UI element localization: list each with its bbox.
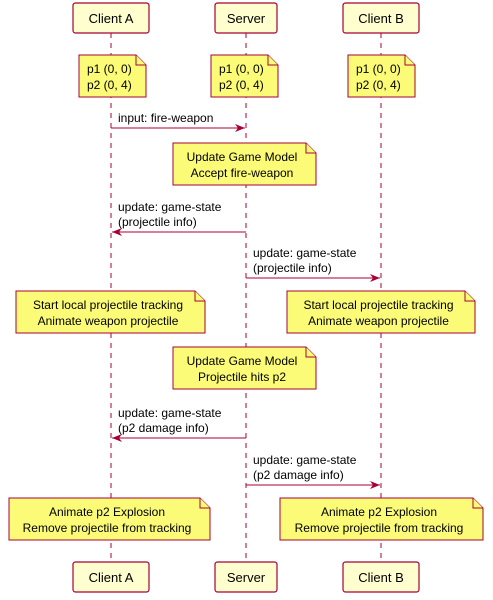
participant-label: Client B	[358, 11, 404, 26]
message-arrow: update: game-state(p2 damage info)	[246, 453, 380, 489]
participant-label: Server	[227, 570, 266, 585]
participant-label: Server	[227, 11, 266, 26]
note-text: Update Game Model	[187, 150, 298, 164]
arrowhead	[370, 481, 380, 489]
participant-top-client-b: Client B	[342, 2, 420, 34]
note-text: Start local projectile tracking	[33, 298, 183, 312]
note-text: Animate p2 Explosion	[49, 505, 165, 519]
participant-label: Client B	[358, 570, 404, 585]
message-arrow: input: fire-weapon	[111, 111, 245, 132]
message-arrow: update: game-state(p2 damage info)	[112, 406, 246, 442]
message-label: (p2 damage info)	[253, 468, 344, 482]
participant-top-server: Server	[214, 2, 278, 34]
participant-label: Client A	[89, 570, 134, 585]
note-text: Animate p2 Explosion	[321, 505, 437, 519]
arrowhead	[370, 274, 380, 282]
initial-note-s: p1 (0, 0) p2 (0, 4)	[210, 54, 279, 98]
message-label: (projectile info)	[118, 215, 197, 229]
note-text: Remove projectile from tracking	[295, 521, 464, 535]
note-text: Projectile hits p2	[198, 370, 286, 384]
note-text: Animate weapon projectile	[38, 314, 179, 328]
note-text: p1 (0, 0)	[87, 62, 132, 76]
arrowhead	[112, 434, 122, 442]
message-label: update: game-state	[253, 246, 357, 260]
participant-bottom-server: Server	[214, 561, 278, 593]
message-label: update: game-state	[253, 453, 357, 467]
participant-bottom-client-a: Client A	[72, 561, 150, 593]
message-label: input: fire-weapon	[118, 111, 213, 125]
participant-bottom-client-b: Client B	[342, 561, 420, 593]
note-text: p2 (0, 4)	[219, 78, 264, 92]
note-text: Animate weapon projectile	[308, 314, 449, 328]
message-label: (p2 damage info)	[118, 421, 209, 435]
message-arrow: update: game-state(projectile info)	[112, 200, 246, 236]
message-label: update: game-state	[118, 200, 222, 214]
arrowhead	[112, 228, 122, 236]
arrowhead	[235, 124, 245, 132]
note-text: p2 (0, 4)	[356, 78, 401, 92]
note-text: Accept fire-weapon	[191, 166, 294, 180]
note-text: Remove projectile from tracking	[23, 521, 192, 535]
note-text: p2 (0, 4)	[87, 78, 132, 92]
participant-label: Client A	[89, 11, 134, 26]
initial-note-a: p1 (0, 0) p2 (0, 4)	[78, 54, 147, 98]
message-label: update: game-state	[118, 406, 222, 420]
note-text: Update Game Model	[187, 354, 298, 368]
note-text: p1 (0, 0)	[219, 62, 264, 76]
participant-top-client-a: Client A	[72, 2, 150, 34]
note-text: p1 (0, 0)	[356, 62, 401, 76]
initial-note-b: p1 (0, 0) p2 (0, 4)	[347, 54, 416, 98]
message-arrow: update: game-state(projectile info)	[246, 246, 380, 282]
note-text: Start local projectile tracking	[303, 298, 453, 312]
message-label: (projectile info)	[253, 261, 332, 275]
